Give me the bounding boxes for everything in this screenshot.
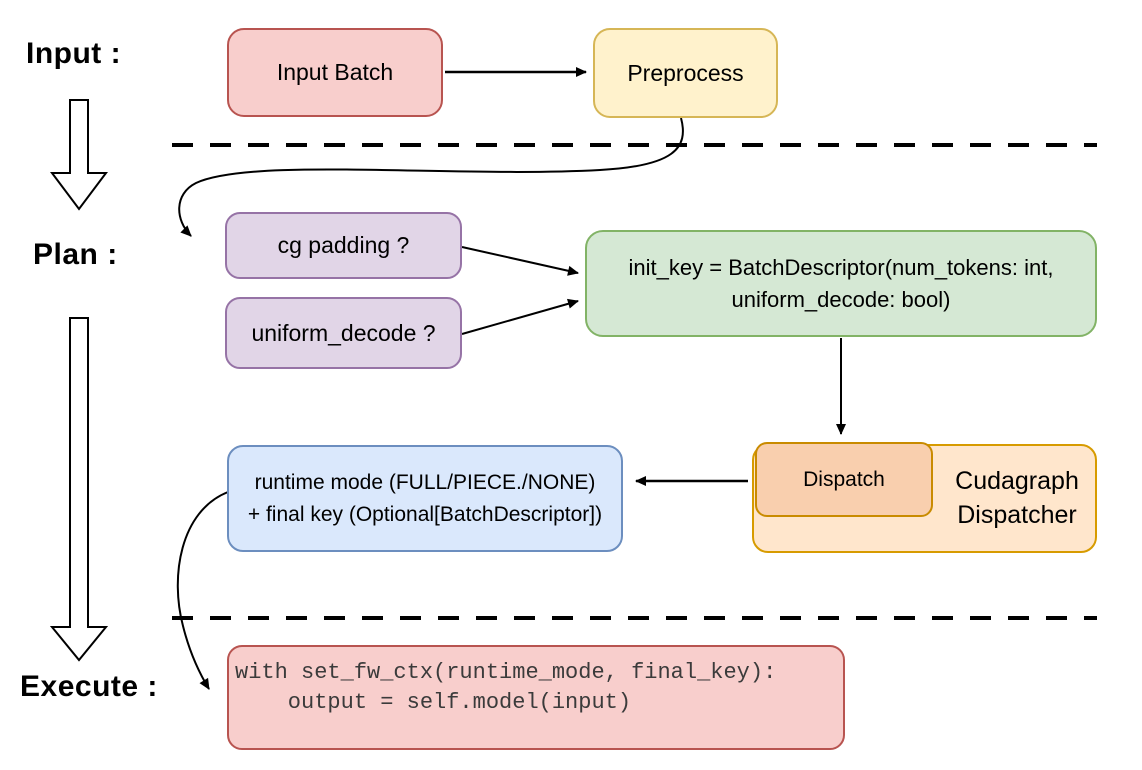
arrow-cg-padding-to-init-key (461, 246, 579, 276)
arrow-runtime-result-to-execute-code (176, 491, 229, 690)
node-input-batch-label: Input Batch (276, 59, 394, 86)
node-runtime-result: runtime mode (FULL/PIECE./NONE) + final … (227, 445, 623, 552)
node-dispatch-label: Dispatch (803, 467, 885, 491)
node-cudagraph-dispatcher-line1: Cudagraph (955, 466, 1079, 495)
node-preprocess-label: Preprocess (627, 59, 744, 86)
section-label-plan: Plan : (33, 238, 118, 271)
node-cg-padding-label: cg padding ? (277, 232, 410, 259)
node-uniform-decode-label: uniform_decode ? (251, 319, 436, 346)
execute-code-line2: output = self.model(input) (235, 690, 632, 715)
node-execute-code: with set_fw_ctx(runtime_mode, final_key)… (227, 645, 845, 750)
node-init-key-line2: uniform_decode: bool) (731, 286, 951, 312)
node-input-batch: Input Batch (227, 28, 443, 117)
node-runtime-result-line1: runtime mode (FULL/PIECE./NONE) (254, 471, 596, 494)
node-preprocess: Preprocess (593, 28, 778, 118)
arrow-preprocess-to-cg-padding (178, 117, 684, 237)
node-cudagraph-dispatcher-line2: Dispatcher (957, 500, 1077, 529)
node-dispatch: Dispatch (755, 442, 933, 517)
execute-code-line1: with set_fw_ctx(runtime_mode, final_key)… (235, 660, 777, 685)
node-cg-padding: cg padding ? (225, 212, 462, 279)
node-runtime-result-line2: + final key (Optional[BatchDescriptor]) (247, 502, 603, 526)
node-init-key-line1: init_key = BatchDescriptor(num_tokens: i… (628, 254, 1054, 280)
block-arrow-input-to-plan (50, 99, 108, 211)
node-init-key: init_key = BatchDescriptor(num_tokens: i… (585, 230, 1097, 337)
node-uniform-decode: uniform_decode ? (225, 297, 462, 369)
arrow-uniform-decode-to-init-key (461, 298, 579, 335)
block-arrow-plan-to-execute (49, 317, 109, 662)
section-label-input: Input : (26, 37, 122, 70)
section-label-execute: Execute : (20, 670, 158, 703)
